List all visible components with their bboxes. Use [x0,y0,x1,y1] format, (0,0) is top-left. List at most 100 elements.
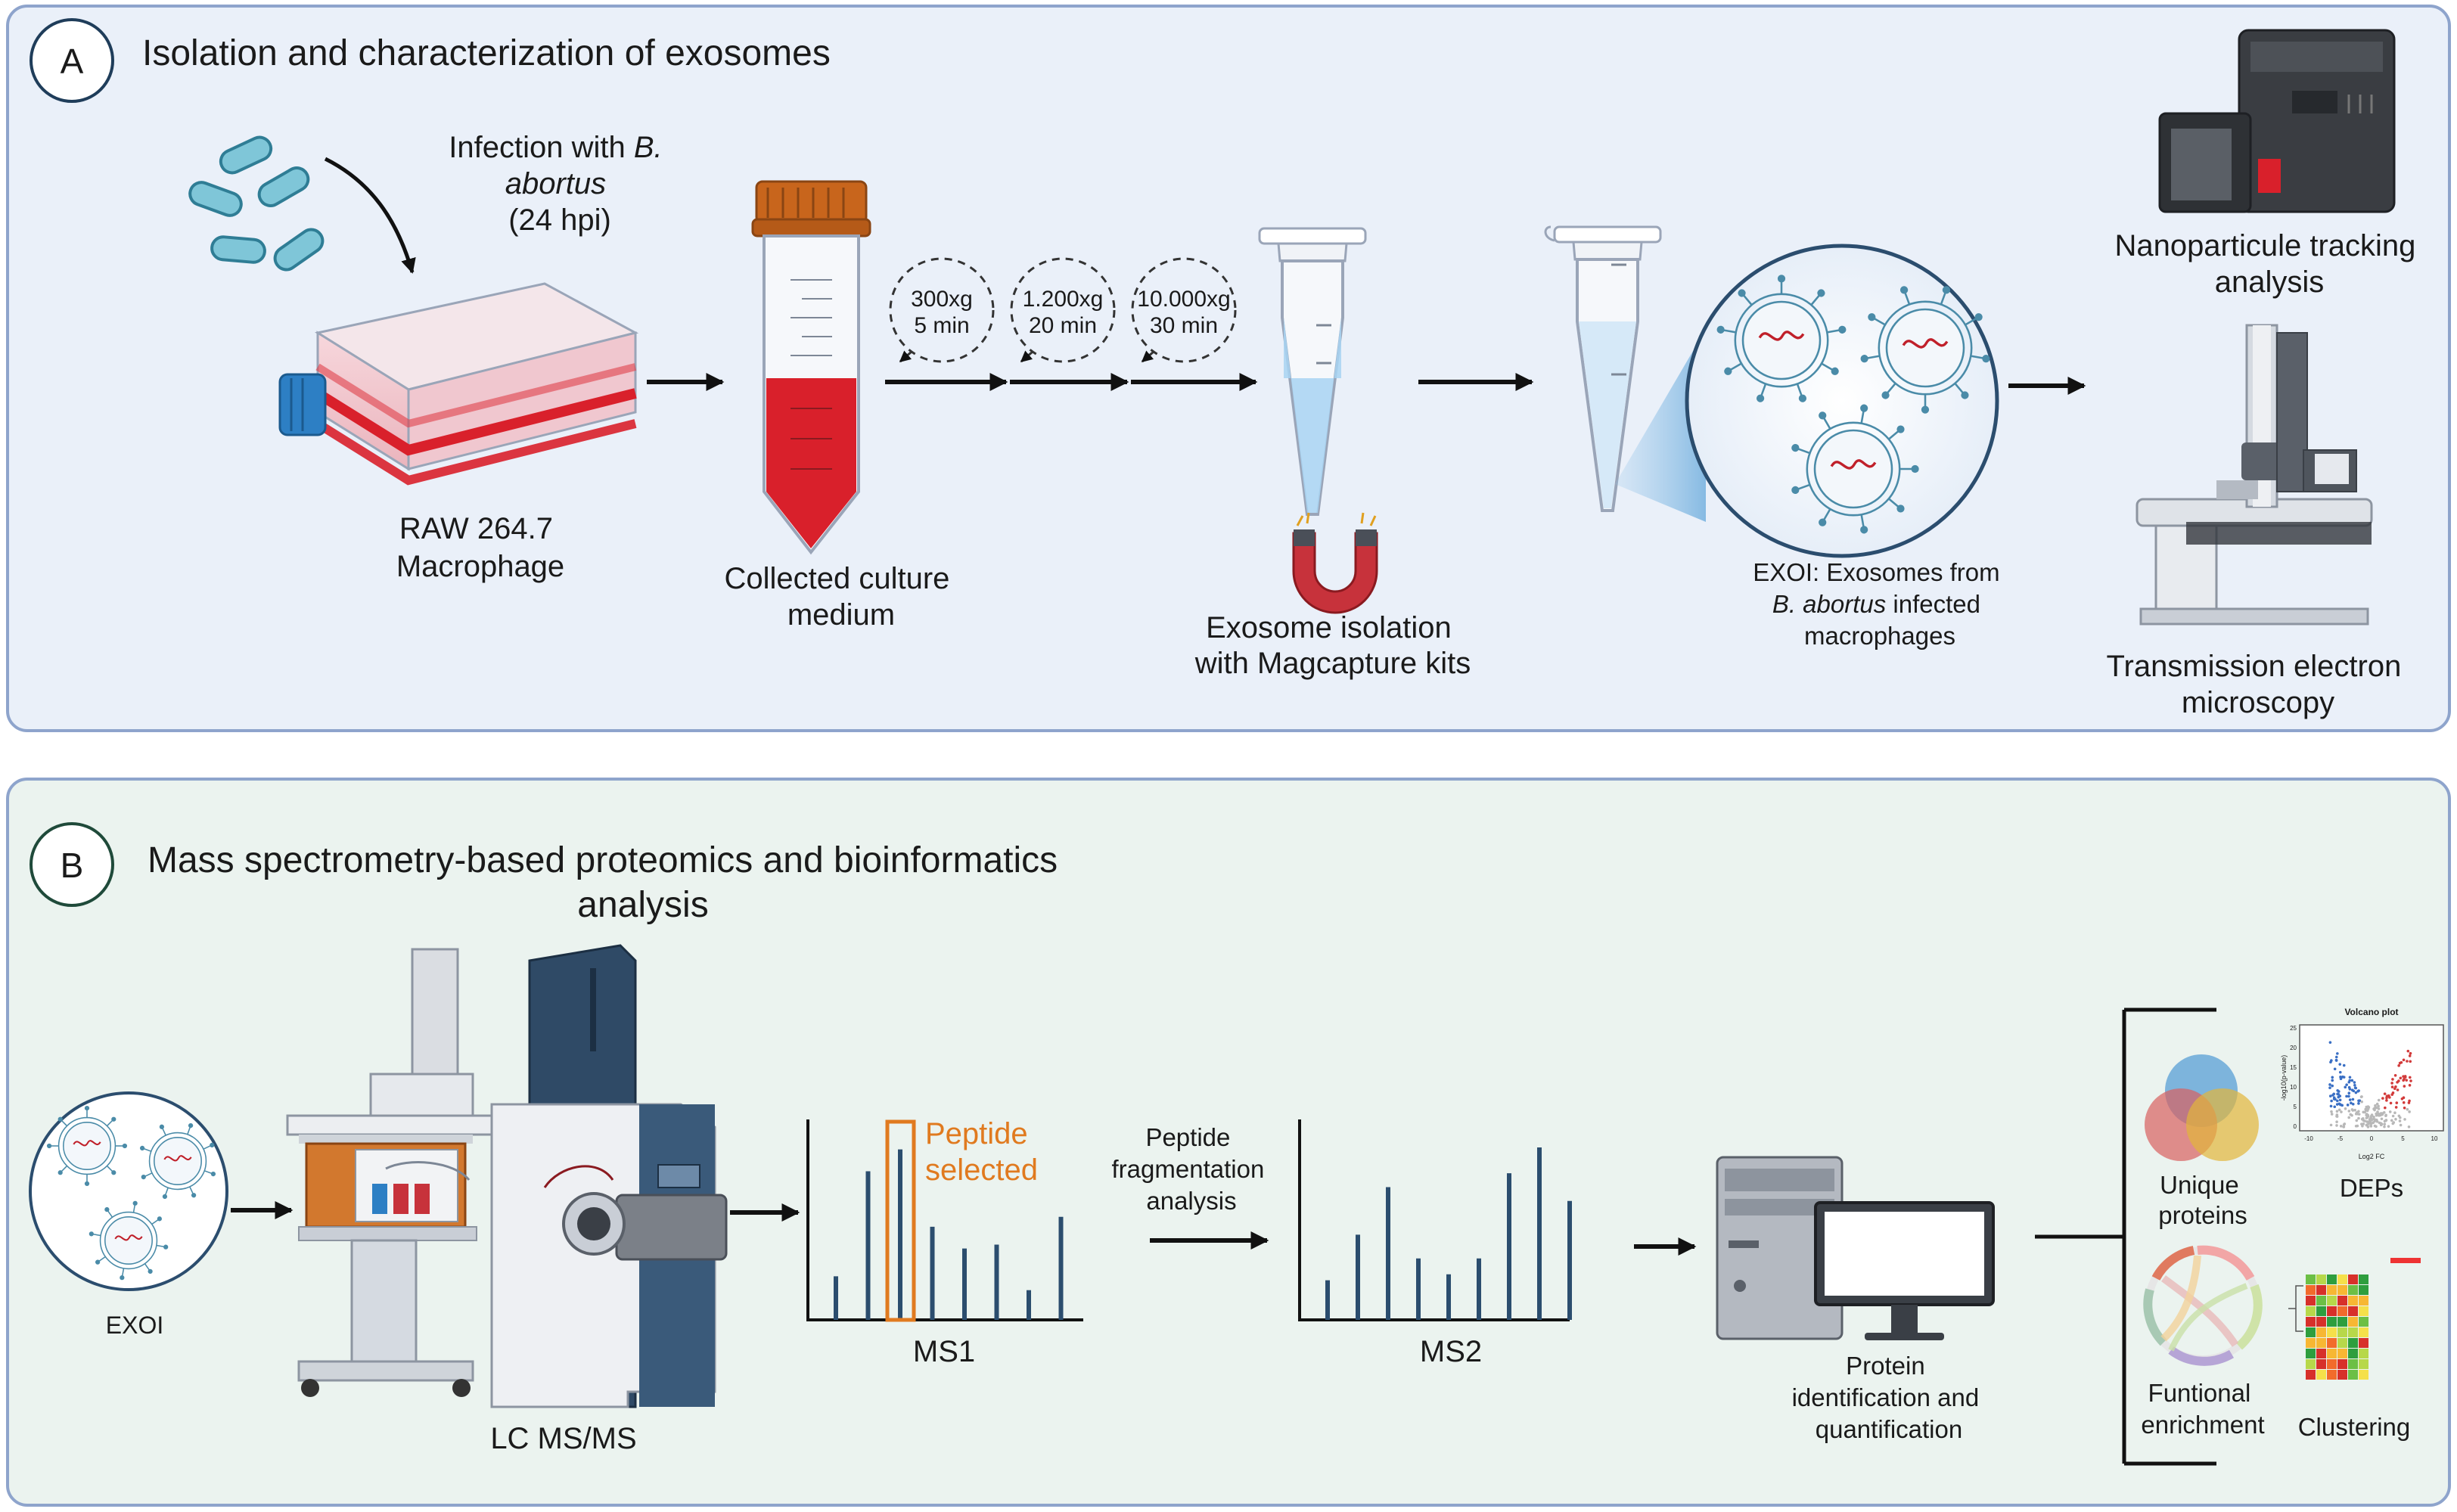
volcano-point [2375,1102,2379,1106]
heatmap-cell [2327,1349,2337,1358]
volcano-point [2396,1088,2400,1091]
heatmap-cell [2316,1285,2326,1295]
heatmap-cell [2327,1306,2337,1316]
volcano-xlabel: Log2 FC [2359,1153,2385,1160]
heatmap-cell [2306,1296,2316,1306]
volcano-point [2330,1113,2334,1116]
heatmap-cell [2306,1327,2316,1337]
volcano-point [2409,1060,2412,1063]
volcano-point [2331,1094,2334,1097]
volcano-point [2348,1098,2352,1101]
volcano-point [2366,1125,2370,1129]
heatmap-cell [2327,1285,2337,1295]
culture-medium-label: Collected culture medium [724,562,958,632]
volcano-point [2379,1122,2383,1125]
volcano-ytick: 0 [2294,1123,2297,1130]
heatmap-cell [2327,1327,2337,1337]
functional-enrichment-label: Funtional enrichment [2141,1379,2264,1439]
fragmentation-label: Peptide fragmentation analysis [1112,1123,1272,1215]
heatmap-cell [2359,1285,2368,1295]
volcano-point [2354,1091,2358,1094]
heatmap-cell [2348,1370,2358,1380]
volcano-point [2377,1107,2381,1110]
volcano-point [2347,1080,2351,1084]
volcano-point [2354,1086,2358,1090]
heatmap-cell [2327,1370,2337,1380]
volcano-point [2342,1123,2346,1126]
infection-arrow [324,157,416,274]
heatmap-cell [2337,1338,2347,1348]
volcano-point [2357,1116,2360,1120]
volcano-point [2351,1098,2355,1101]
volcano-point [2359,1095,2363,1098]
heatmap-cell [2306,1306,2316,1316]
volcano-point [2340,1110,2343,1113]
volcano-point [2383,1092,2387,1095]
computer-icon [1716,1156,1995,1340]
heatmap-cell [2316,1349,2326,1358]
spin-2-force: 1.200xg [1023,287,1104,312]
lc-msms-label: LC MS/MS [490,1422,636,1455]
volcano-title: Volcano plot [2344,1007,2398,1017]
volcano-point [2380,1117,2384,1121]
tem-instrument-icon [2136,324,2373,626]
exosome-zoom-circle [1685,244,1999,558]
volcano-xtick: 10 [2431,1135,2438,1142]
lc-msms-instrument-icon [286,944,728,1408]
heatmap-cell [2316,1338,2326,1348]
volcano-point [2375,1106,2378,1110]
volcano-point [2333,1067,2337,1071]
volcano-point [2357,1110,2360,1113]
spin-3-force: 10.000xg [1137,287,1230,312]
heatmap-cell [2337,1327,2347,1337]
heatmap-cell [2316,1274,2326,1284]
volcano-point [2332,1098,2336,1101]
heatmap-cell [2316,1359,2326,1369]
heatmap-cell [2337,1285,2347,1295]
heatmap-cell [2348,1285,2358,1295]
volcano-point [2357,1089,2360,1092]
panel-b-title-line2: analysis [577,885,708,925]
volcano-point [2390,1085,2394,1088]
volcano-point [2406,1049,2410,1053]
nta-instrument-icon [2158,29,2396,213]
volcano-point [2393,1073,2397,1077]
volcano-point [2338,1070,2342,1074]
volcano-point [2402,1101,2406,1104]
heatmap-cell [2359,1327,2368,1337]
volcano-point [2330,1099,2333,1103]
volcano-point [2402,1079,2405,1082]
heatmap-cell [2359,1306,2368,1316]
volcano-point [2365,1116,2368,1119]
volcano-ytick: 15 [2290,1064,2297,1071]
volcano-point [2354,1112,2358,1116]
volcano-point [2402,1075,2405,1078]
volcano-point [2403,1106,2406,1110]
volcano-point [2328,1094,2332,1098]
heatmap-cell [2306,1317,2316,1327]
volcano-point [2339,1125,2343,1128]
heatmap-cell [2348,1274,2358,1284]
eppendorf-tube-icon [1258,227,1367,516]
peptide-selected-label: Peptide selected [925,1117,1038,1187]
heatmap-cell [2348,1317,2358,1327]
falcon-tube-icon [751,180,871,555]
heatmap-cell [2327,1296,2337,1306]
volcano-point [2344,1085,2347,1089]
heatmap-cell [2327,1359,2337,1369]
heatmap-cell [2348,1349,2358,1358]
heatmap-cell [2359,1274,2368,1284]
volcano-point [2367,1120,2370,1124]
volcano-point [2407,1125,2411,1129]
heatmap-icon [2288,1258,2421,1380]
exoi-description: EXOI: Exosomes from B. abortus infected … [1753,558,2007,650]
volcano-point [2345,1094,2348,1098]
volcano-point [2337,1095,2341,1099]
volcano-point [2391,1078,2394,1081]
culture-flask-icon [278,282,639,486]
volcano-point [2384,1119,2388,1122]
volcano-point [2351,1109,2355,1112]
volcano-point [2350,1079,2354,1082]
heatmap-cell [2327,1317,2337,1327]
